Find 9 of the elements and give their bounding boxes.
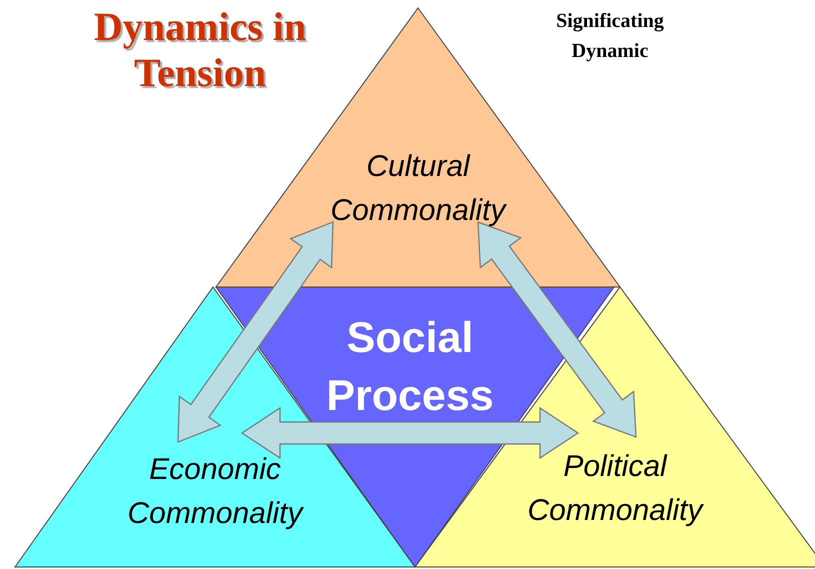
- node-label: Political Commonality: [526, 449, 705, 529]
- node-label: Social Process: [325, 313, 495, 422]
- double-arrow: [240, 406, 580, 460]
- node-label: Cultural Commonality: [329, 149, 508, 229]
- double-arrow: [177, 221, 334, 443]
- title: Dynamics in Tension: [92, 4, 308, 96]
- double-arrow: [477, 221, 637, 438]
- annotation: Significating Dynamic: [555, 9, 665, 64]
- node-label: Economic Commonality: [126, 452, 305, 532]
